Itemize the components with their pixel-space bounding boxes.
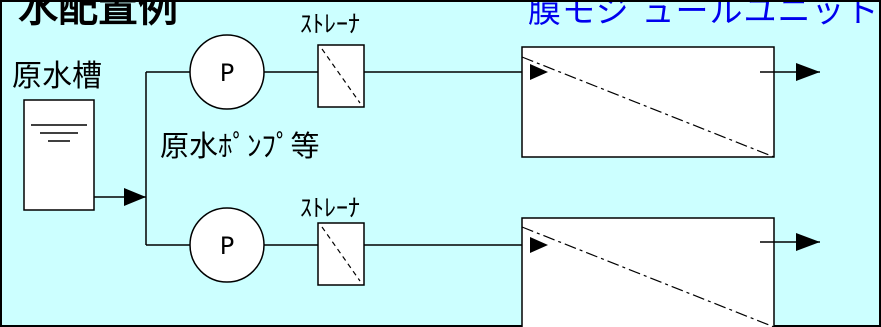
- upper-membrane-module: [521, 46, 775, 158]
- raw-water-tank: [23, 99, 95, 211]
- pump-symbol-upper: P: [219, 59, 235, 87]
- flow-arrow: [530, 237, 548, 253]
- lower-membrane-element: [521, 226, 775, 327]
- flow-arrow: [796, 233, 820, 251]
- upper-membrane-element: [521, 56, 775, 158]
- upper-strainer: [317, 44, 365, 108]
- strainer-label-upper: ｽﾄﾚｰﾅ: [300, 10, 360, 38]
- diagram-title: 水配置例: [18, 0, 178, 31]
- lower-strainer-element: [321, 226, 361, 282]
- lower-membrane-module: [521, 217, 775, 327]
- flow-arrow: [530, 64, 548, 80]
- flow-arrow: [796, 63, 820, 81]
- membrane-unit-title: 膜モジ ュールユニット: [528, 0, 880, 30]
- upper-strainer-element: [321, 48, 361, 104]
- pump-symbol-lower: P: [219, 232, 235, 260]
- raw-water-tank-label: 原水槽: [12, 59, 102, 94]
- raw-water-pump-label: 原水ﾎﾟﾝﾌﾟ等: [160, 129, 320, 163]
- strainer-label-lower: ｽﾄﾚｰﾅ: [300, 194, 360, 222]
- lower-strainer: [317, 222, 365, 286]
- flow-arrow: [124, 188, 146, 206]
